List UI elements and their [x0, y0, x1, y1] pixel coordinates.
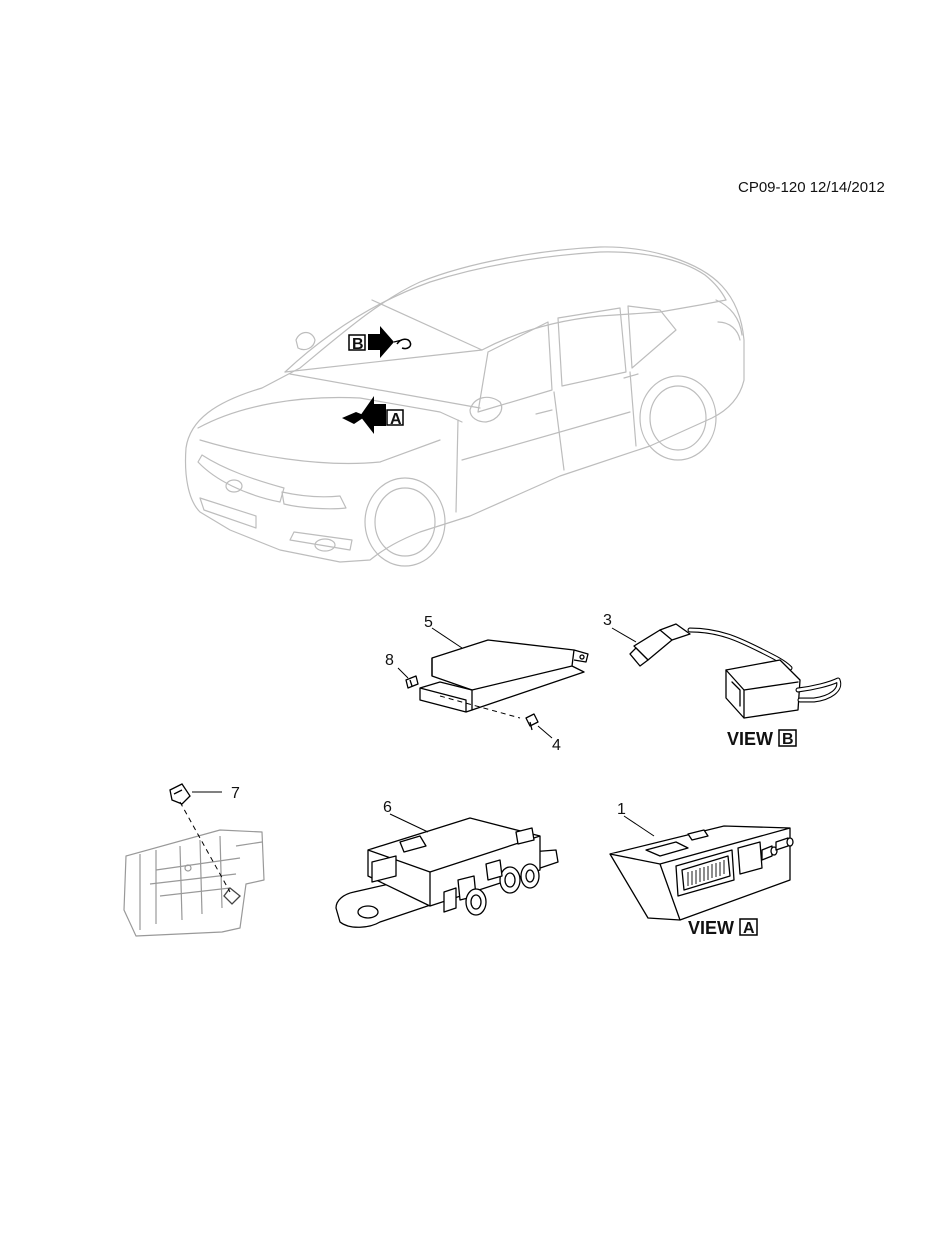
callout-3: 3 — [603, 612, 612, 629]
callout-1: 1 — [617, 801, 626, 818]
view-b-word: VIEW — [727, 729, 773, 749]
view-a-arrow: A — [342, 396, 404, 434]
part-3-microphone-harness — [629, 623, 842, 719]
callout-leaders-5 — [397, 627, 553, 739]
part-6-antenna-module — [335, 817, 559, 928]
callout-leader-6 — [389, 813, 429, 833]
part-7-clip-panel — [123, 829, 265, 937]
part-1-control-module — [609, 825, 794, 921]
view-b-label: VIEW B — [727, 729, 797, 749]
view-a-label: VIEW A — [688, 918, 758, 938]
part-5-bracket-assembly — [405, 639, 589, 731]
overview-marker-a: A — [390, 411, 402, 428]
view-a-word: VIEW — [688, 918, 734, 938]
callout-7: 7 — [231, 785, 240, 802]
view-b-letter: B — [782, 731, 794, 748]
view-a-letter: A — [743, 920, 755, 937]
vehicle-overview — [184, 246, 745, 567]
document-code: CP09-120 12/14/2012 — [738, 179, 885, 196]
view-b-arrow: B — [348, 326, 412, 358]
callout-leader-3 — [611, 627, 637, 643]
callout-6: 6 — [383, 799, 392, 816]
part-7-clip — [169, 783, 241, 905]
callout-leader-1 — [623, 815, 655, 837]
callout-4: 4 — [552, 737, 561, 754]
callout-5: 5 — [424, 614, 433, 631]
overview-marker-b: B — [352, 336, 364, 353]
callout-8: 8 — [385, 652, 394, 669]
